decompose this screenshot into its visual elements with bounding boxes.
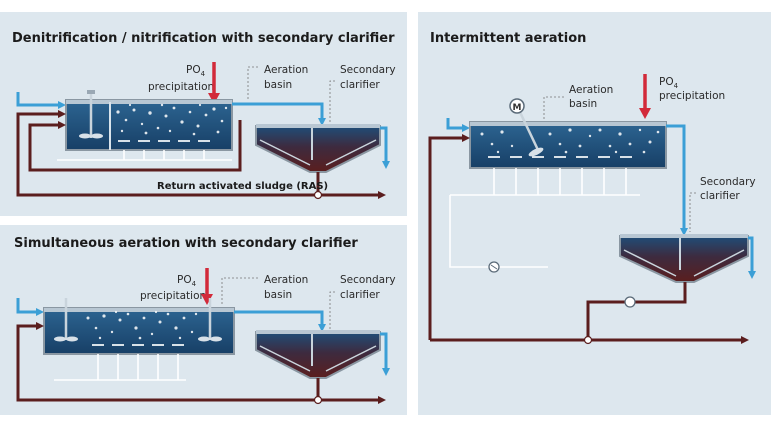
air-lines-3	[449, 168, 640, 268]
influent-pipe-3	[446, 118, 470, 132]
precipitation-label-1: precipitation	[148, 81, 214, 93]
clarifier-outflow-2	[380, 332, 390, 376]
influent-pipe-1	[16, 92, 66, 109]
valve-2	[313, 395, 323, 405]
internal-recycle-1	[28, 120, 242, 172]
aeration-label-3b: basin	[569, 98, 597, 110]
panel-denitrification: Denitrification / nitrification with sec…	[12, 31, 396, 200]
clarifier-label-3b: clarifier	[700, 190, 740, 202]
aeration-basin-3: M	[469, 98, 667, 169]
po4-label-1: PO4	[186, 64, 206, 78]
clarifier-label-3a: Secondary	[700, 176, 756, 188]
panel-simultaneous: Simultaneous aeration with secondary cla…	[14, 236, 396, 405]
panel-intermittent: Intermittent aeration PO4 precipitation …	[428, 31, 756, 345]
clarifier-label-1b: clarifier	[340, 79, 380, 91]
aeration-label-3a: Aeration	[569, 84, 613, 96]
clarifier-label-1a: Secondary	[340, 64, 396, 76]
valve-1	[313, 190, 323, 200]
precipitation-label-2: precipitation	[140, 290, 206, 302]
secondary-clarifier-2	[255, 330, 381, 379]
blower	[488, 261, 500, 273]
clarifier-label-2a: Secondary	[340, 274, 396, 286]
clarifier-label-2b: clarifier	[340, 289, 380, 301]
aeration-label-2a: Aeration	[264, 274, 308, 286]
panel-title-denitrification: Denitrification / nitrification with sec…	[12, 31, 395, 46]
influent-pipe-2	[16, 298, 44, 316]
air-lines-2	[54, 354, 186, 381]
precipitation-label-3: precipitation	[659, 90, 725, 102]
clarifier-outflow-1	[380, 126, 390, 169]
aeration-basin-2	[43, 298, 235, 355]
effluent-pipe-3	[666, 124, 688, 236]
aeration-label-2b: basin	[264, 289, 292, 301]
panel-title-intermittent: Intermittent aeration	[430, 31, 586, 46]
motor-label: M	[513, 103, 522, 113]
effluent-pipe-1	[232, 102, 326, 126]
ras-line-1	[16, 110, 320, 197]
aeration-basin-1	[65, 90, 233, 151]
mixer-motor: M	[509, 98, 525, 114]
clarifier-outflow-3	[748, 236, 756, 279]
effluent-pipe-2	[234, 310, 326, 332]
po4-label-3: PO4	[659, 76, 679, 90]
ras-line-2	[16, 322, 320, 402]
panel-bg-intermittent	[418, 12, 771, 415]
air-lines-1	[57, 150, 232, 161]
ras-line-3	[428, 134, 470, 340]
aeration-label-1a: Aeration	[264, 64, 308, 76]
panel-title-simultaneous: Simultaneous aeration with secondary cla…	[14, 236, 358, 251]
secondary-clarifier-3	[619, 234, 749, 283]
po4-label-2: PO4	[177, 274, 197, 288]
ras-riser-3	[586, 282, 687, 340]
ras-label: Return activated sludge (RAS)	[157, 181, 328, 192]
ras-pump-3	[624, 296, 636, 308]
valve-3	[583, 335, 593, 345]
aeration-label-1b: basin	[264, 79, 292, 91]
secondary-clarifier-1	[255, 124, 381, 173]
